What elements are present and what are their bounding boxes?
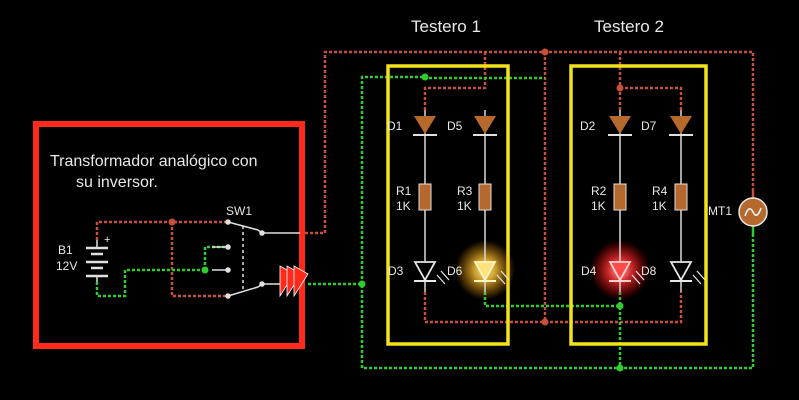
diode-d5-label: D5 [447,119,463,133]
wire-t1-bottom-green [483,292,622,368]
source-box-title-line1: Transformador analógico con [50,153,258,170]
battery-plus-sign: + [104,234,110,246]
resistor-r3-value: 1K [457,199,472,213]
meter-mt1 [738,190,768,234]
led-d3 [413,261,450,285]
wire-battery-plus [95,220,228,240]
diode-d1-label: D1 [387,119,403,133]
wire-t1-green-top [423,76,545,80]
resistor-r1 [418,183,432,211]
resistor-r3-label: R3 [457,184,473,198]
red-wires [95,50,755,324]
diode-d7 [669,116,693,136]
battery-label: B1 [58,243,73,257]
battery-b1 [86,240,108,282]
resistor-r1-value: 1K [396,199,411,213]
wire-battery-minus [95,268,205,298]
resistor-r4 [674,183,688,211]
led-d6-label: D6 [447,264,463,278]
led-d8 [669,261,706,285]
testero-2-box [569,64,708,346]
switch-label: SW1 [226,204,252,218]
switch-sw1[interactable] [212,219,300,299]
resistor-r2-label: R2 [591,184,607,198]
resistor-r2-value: 1K [591,199,606,213]
meter-label: MT1 [708,204,732,218]
led-d8-label: D8 [641,264,657,278]
led-d6 [473,261,510,285]
resistor-r3 [478,183,492,211]
led-d4-label: D4 [581,264,597,278]
junctions [168,48,624,372]
wire-top-rail [300,50,755,235]
wire-t1-bottom [423,292,683,324]
diode-d1 [413,116,437,136]
testero-1-title: Testero 1 [411,17,481,36]
resistor-r1-label: R1 [396,184,412,198]
wire-switch-cross-red [170,222,228,298]
diode-d2 [608,116,632,136]
battery-voltage: 12V [56,259,77,273]
diode-d2-label: D2 [580,119,596,133]
wire-t1-top [423,52,487,110]
led-d3-label: D3 [388,264,404,278]
wire-gnd-out [308,232,755,370]
resistor-r4-label: R4 [652,184,668,198]
source-box-title-line2: su inversor. [76,174,158,191]
source-box [33,121,305,349]
testero-1-box [386,64,510,346]
resistor-r2 [613,183,627,211]
wire-switch-cross-green [203,245,228,270]
led-d4 [608,261,645,285]
wire-t2-d7-top [620,86,683,110]
wire-t1-green-left [360,75,425,284]
diode-d7-label: D7 [641,119,657,133]
connector-arrows [279,265,309,298]
diode-d5 [473,116,497,136]
testero-2-title: Testero 2 [594,17,664,36]
resistor-r4-value: 1K [652,199,667,213]
